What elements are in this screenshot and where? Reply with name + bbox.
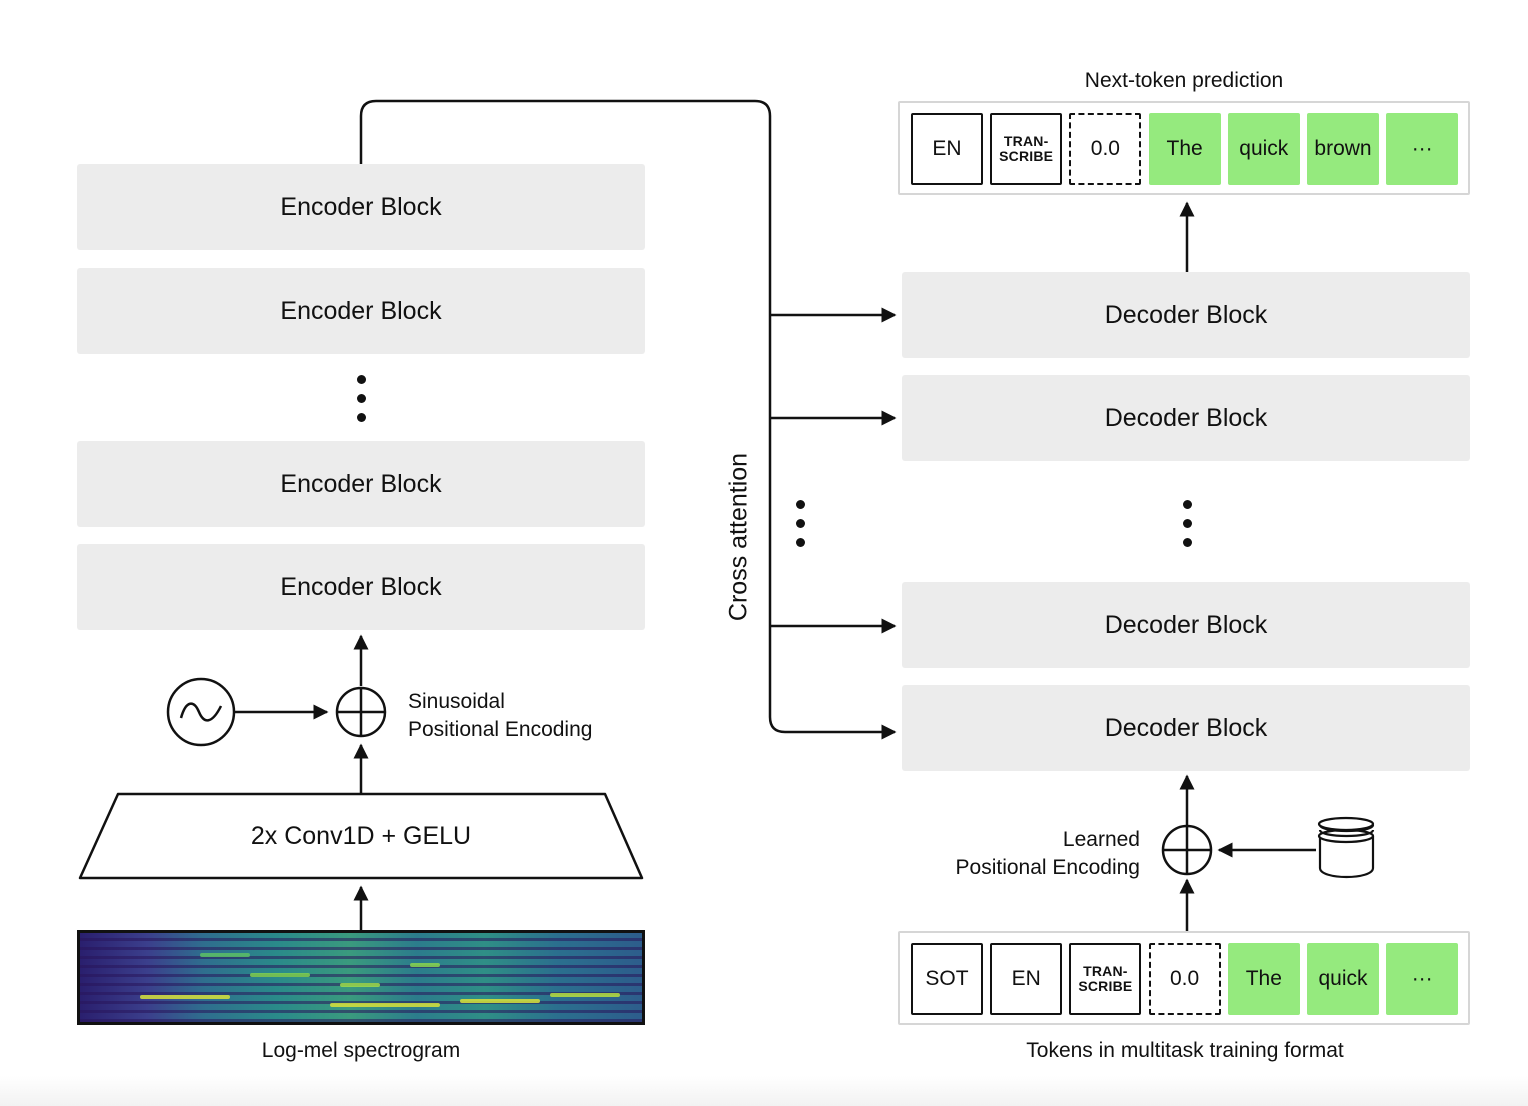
token-text: ··· — [1411, 967, 1433, 990]
encoder-block: Encoder Block — [77, 268, 645, 354]
token: EN — [990, 943, 1063, 1015]
sinusoidal-positional-encoding-label: Sinusoidal Positional Encoding — [408, 688, 592, 744]
encoder-block: Encoder Block — [77, 164, 645, 250]
cross-attention-label: Cross attention — [724, 452, 753, 622]
encoder-block: Encoder Block — [77, 441, 645, 527]
learned-embedding-database-icon — [1317, 816, 1375, 878]
spectrogram-caption: Log-mel spectrogram — [261, 1039, 461, 1062]
token: ··· — [1386, 113, 1459, 185]
learned-label-line-2: Positional Encoding — [955, 856, 1140, 879]
decoder-block: Decoder Block — [902, 582, 1470, 668]
token: brown — [1307, 113, 1379, 185]
token: 0.0 — [1148, 943, 1221, 1015]
token-text: EN — [1011, 967, 1041, 990]
decoder-block: Decoder Block — [902, 272, 1470, 358]
decoder-block: Decoder Block — [902, 375, 1470, 461]
learned-label-line-1: Learned — [1062, 828, 1140, 851]
token: quick — [1307, 943, 1379, 1015]
token: SOT — [911, 943, 983, 1015]
learned-positional-encoding-label: Learned Positional Encoding — [930, 826, 1140, 882]
token-text: The — [1166, 137, 1203, 160]
log-mel-spectrogram-image — [77, 930, 645, 1025]
encoder-block: Encoder Block — [77, 544, 645, 630]
token: TRAN-SCRIBE — [1069, 943, 1142, 1015]
token: TRAN-SCRIBE — [990, 113, 1063, 185]
token: The — [1227, 943, 1300, 1015]
token-text: SCRIBE — [1078, 978, 1133, 994]
token: quick — [1227, 113, 1300, 185]
token-text: SCRIBE — [999, 148, 1054, 164]
token-text: quick — [1239, 137, 1289, 160]
sinusoid-icon — [166, 677, 236, 747]
token-text: SOT — [925, 967, 969, 990]
sinusoidal-label-line-1: Sinusoidal — [408, 690, 505, 713]
sinusoidal-label-line-2: Positional Encoding — [408, 718, 593, 741]
token-text: TRAN- — [1083, 963, 1128, 979]
token-text: quick — [1318, 967, 1368, 990]
token-text: brown — [1314, 137, 1372, 160]
next-token-prediction-title: Next-token prediction — [1084, 69, 1284, 92]
token-text: EN — [932, 137, 962, 160]
token-text: 0.0 — [1169, 967, 1200, 990]
token: ··· — [1386, 943, 1459, 1015]
tokens-caption: Tokens in multitask training format — [1026, 1039, 1344, 1062]
token: 0.0 — [1069, 113, 1142, 185]
token-text: TRAN- — [1003, 133, 1049, 149]
cross-attention-ellipsis — [794, 500, 806, 557]
token-text: ··· — [1411, 137, 1433, 160]
decoder-sum-icon — [1161, 824, 1213, 876]
input-token-row: SOT EN TRAN-SCRIBE 0.0 The quick ··· — [898, 931, 1470, 1025]
token: EN — [911, 113, 983, 185]
token: The — [1148, 113, 1221, 185]
conv-gelu-label: 2x Conv1D + GELU — [250, 821, 472, 850]
decoder-block: Decoder Block — [902, 685, 1470, 771]
conv-trapezoid — [78, 792, 644, 880]
output-token-row: EN TRAN-SCRIBE 0.0 The quick brown ··· — [898, 101, 1470, 195]
token-text: The — [1245, 967, 1282, 990]
decoder-ellipsis — [1181, 500, 1193, 557]
encoder-ellipsis — [355, 375, 367, 432]
token-text: 0.0 — [1090, 137, 1120, 160]
encoder-sum-icon — [335, 686, 387, 738]
encoder-output-wire — [359, 99, 897, 740]
page-bottom-fade — [0, 1076, 1528, 1106]
